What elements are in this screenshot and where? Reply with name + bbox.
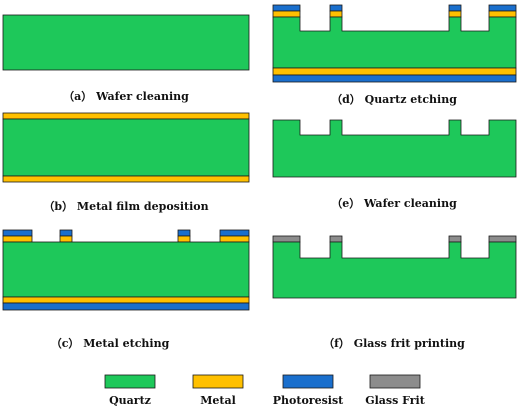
metal-block bbox=[272, 10, 301, 18]
glass-frit-block bbox=[488, 235, 517, 243]
caption-c: （c） Metal etching bbox=[50, 337, 170, 350]
legend-swatch-quartz bbox=[104, 374, 156, 389]
metal-block bbox=[329, 10, 343, 18]
panel-b-metal-deposition bbox=[2, 112, 250, 183]
legend-label-photoresist: Photoresist bbox=[272, 394, 344, 407]
caption-f: （f） Glass frit printing bbox=[323, 337, 465, 350]
photoresist-bottom-layer bbox=[272, 74, 517, 83]
metal-bottom-layer bbox=[2, 296, 250, 304]
legend bbox=[104, 374, 421, 389]
photoresist-block bbox=[488, 4, 517, 12]
metal-block bbox=[219, 235, 250, 243]
panel-d-quartz-etching bbox=[272, 4, 517, 83]
etched-quartz-wafer bbox=[272, 16, 517, 69]
photoresist-block bbox=[219, 229, 250, 237]
metal-block bbox=[2, 235, 33, 243]
photoresist-block bbox=[2, 229, 33, 237]
photoresist-block bbox=[177, 229, 191, 237]
metal-block bbox=[177, 235, 191, 243]
caption-b: （b） Metal film deposition bbox=[43, 200, 209, 213]
photoresist-block bbox=[59, 229, 73, 237]
caption-e: （e） Wafer cleaning bbox=[331, 197, 457, 210]
glass-frit-block bbox=[272, 235, 301, 243]
metal-block bbox=[59, 235, 73, 243]
metal-block bbox=[448, 10, 462, 18]
panel-c-metal-etching bbox=[2, 229, 250, 311]
panel-a-wafer-cleaning bbox=[2, 14, 250, 71]
legend-label-quartz: Quartz bbox=[109, 394, 151, 407]
legend-label-metal: Metal bbox=[200, 394, 236, 407]
caption-a: （a） Wafer cleaning bbox=[63, 90, 189, 103]
glass-frit-block bbox=[448, 235, 462, 243]
legend-swatch-glass-frit bbox=[369, 374, 421, 389]
quartz-wafer bbox=[2, 241, 250, 298]
metal-bottom-layer bbox=[2, 175, 250, 183]
quartz-wafer bbox=[2, 14, 250, 71]
photoresist-block bbox=[329, 4, 343, 12]
etched-quartz-wafer bbox=[272, 241, 517, 299]
etched-quartz-wafer bbox=[272, 119, 517, 178]
panel-e-wafer-cleaning bbox=[272, 119, 517, 178]
photoresist-block bbox=[448, 4, 462, 12]
metal-top-layer bbox=[2, 112, 250, 120]
photoresist-bottom-layer bbox=[2, 302, 250, 311]
legend-swatch-photoresist bbox=[282, 374, 334, 389]
panel-f-glass-frit-printing bbox=[272, 235, 517, 299]
legend-swatch-metal bbox=[192, 374, 244, 389]
metal-block bbox=[488, 10, 517, 18]
caption-d: （d） Quartz etching bbox=[331, 93, 457, 106]
legend-label-glass-frit: Glass Frit bbox=[365, 394, 425, 407]
quartz-wafer bbox=[2, 118, 250, 177]
photoresist-block bbox=[272, 4, 301, 12]
metal-bottom-layer bbox=[272, 67, 517, 76]
glass-frit-block bbox=[329, 235, 343, 243]
